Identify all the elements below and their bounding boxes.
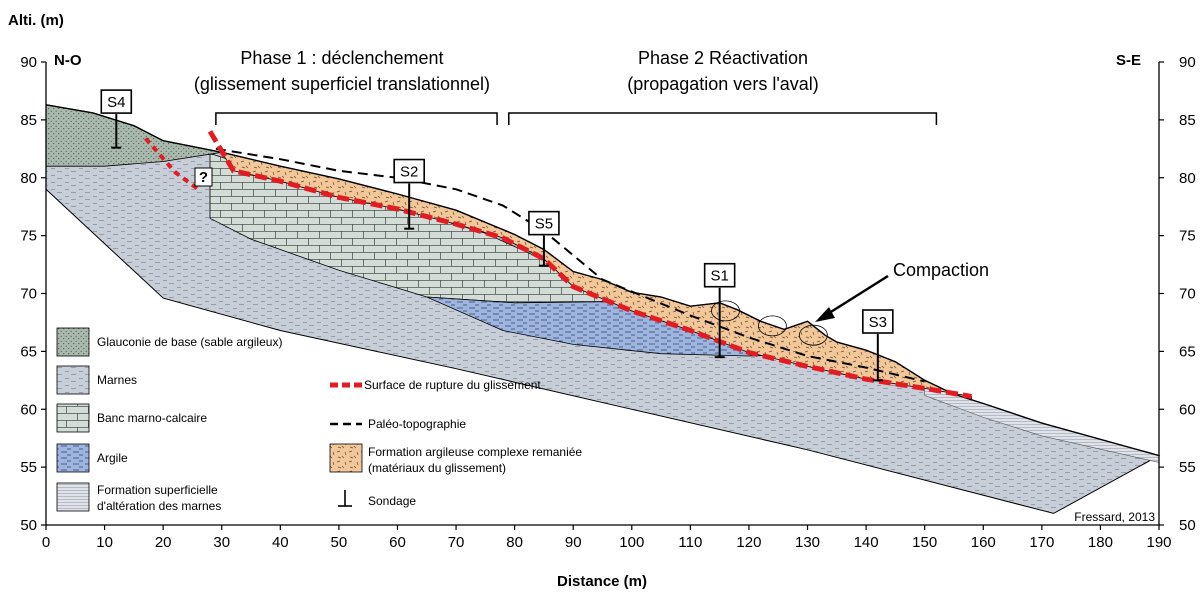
y-tick-label-right-90: 90	[1179, 54, 1196, 71]
x-tick-label-20: 20	[155, 534, 172, 551]
x-tick-label-140: 140	[854, 534, 879, 551]
y-tick-label-right-85: 85	[1179, 112, 1196, 129]
unknown-mark: ?	[199, 169, 208, 186]
x-axis-title: Distance (m)	[557, 573, 647, 590]
rupture-surface-upper-line	[144, 137, 200, 191]
legend-swatch-marnes	[56, 365, 90, 395]
legend-swatch-banc	[56, 403, 90, 433]
topography-line	[45, 104, 1160, 457]
y-tick-label-left-70: 70	[20, 286, 37, 303]
y-tick-label-right-65: 65	[1179, 343, 1196, 360]
borehole-label-box	[528, 210, 560, 236]
borehole-label-box	[393, 158, 425, 184]
axis-ticks: 0 10 20 30 40 50 60 70 80 90 100 110 120 130 140 150 160…	[20, 54, 1195, 551]
borehole-label-box	[703, 262, 736, 288]
legend-label-banc: Banc marno-calcaire	[97, 411, 207, 425]
x-tick-label-50: 50	[331, 534, 348, 551]
phase1-subtitle: (glissement superficiel translationnel)	[194, 74, 490, 94]
y-axis-title: Alti. (m)	[8, 12, 64, 29]
x-tick-label-100: 100	[619, 534, 644, 551]
legend-left: Glauconie de base (sable argileux) Marne…	[56, 327, 282, 513]
legend-label-slide-1: Formation argileuse complexe remaniée	[368, 445, 582, 459]
x-tick-label-0: 0	[42, 534, 50, 551]
legend-swatch-glauconie	[56, 327, 90, 357]
x-tick-label-190: 190	[1146, 534, 1171, 551]
y-tick-label-right-75: 75	[1179, 228, 1196, 245]
x-tick-label-60: 60	[389, 534, 406, 551]
y-tick-label-left-50: 50	[20, 517, 37, 534]
y-tick-label-right-60: 60	[1179, 401, 1196, 418]
compaction-lobe-2	[757, 315, 787, 337]
x-tick-label-40: 40	[272, 534, 289, 551]
y-tick-label-left-85: 85	[20, 112, 37, 129]
legend-label-glauconie: Glauconie de base (sable argileux)	[97, 335, 282, 349]
unknown-mark-box	[194, 167, 213, 187]
borehole-label: S1	[710, 268, 728, 285]
y-tick-label-left-60: 60	[20, 401, 37, 418]
direction-nw-label: N-O	[54, 52, 82, 69]
y-tick-label-left-90: 90	[20, 54, 37, 71]
borehole-label-box	[862, 309, 894, 334]
borehole-s4: S4	[100, 89, 133, 149]
legend-swatch-weathered	[56, 482, 90, 512]
x-tick-label-160: 160	[971, 534, 996, 551]
x-tick-label-90: 90	[565, 534, 582, 551]
legend-label-rupture: Surface de rupture du glissement	[364, 378, 541, 392]
y-tick-label-left-80: 80	[20, 170, 37, 187]
legend-label-argile: Argile	[97, 451, 128, 465]
phase2-bracket	[508, 112, 938, 125]
borehole-label: S5	[535, 216, 553, 233]
borehole-s1: S1	[703, 262, 736, 359]
borehole-s2: S2	[393, 158, 425, 230]
borehole-s3: S3	[862, 309, 894, 382]
borehole-label: S3	[869, 314, 887, 331]
borehole-label: S2	[400, 164, 418, 181]
x-tick-label-150: 150	[912, 534, 937, 551]
legend-swatch-sondage	[338, 490, 352, 507]
x-tick-label-180: 180	[1088, 534, 1113, 551]
x-tick-label-10: 10	[96, 534, 113, 551]
credit-text: Fressard, 2013	[1074, 510, 1155, 524]
compaction-arrow-shaft	[825, 274, 889, 317]
legend-label-weathered-1: Formation superficielle	[97, 483, 218, 497]
legend-swatch-slide	[329, 443, 363, 473]
legend-label-slide-2: (matériaux du glissement)	[368, 461, 506, 475]
y-tick-label-right-50: 50	[1179, 517, 1196, 534]
borehole-s5: S5	[528, 210, 560, 267]
direction-se-label: S-E	[1116, 52, 1141, 69]
x-tick-label-80: 80	[506, 534, 523, 551]
legend-label-paleo: Paléo-topographie	[368, 417, 466, 431]
borehole-label: S4	[107, 94, 125, 111]
phase1-title: Phase 1 : déclenchement	[240, 48, 443, 68]
x-tick-label-30: 30	[213, 534, 230, 551]
borehole-label-box	[100, 89, 133, 114]
y-tick-label-right-55: 55	[1179, 459, 1196, 476]
y-tick-label-right-80: 80	[1179, 170, 1196, 187]
x-tick-label-110: 110	[678, 534, 702, 551]
legend-swatch-argile	[56, 443, 90, 473]
x-tick-label-70: 70	[448, 534, 465, 551]
legend-label-sondage: Sondage	[368, 494, 416, 508]
x-tick-label-170: 170	[1029, 534, 1054, 551]
y-tick-label-left-75: 75	[20, 228, 37, 245]
rupture-surface-line	[207, 130, 972, 399]
phase2-title: Phase 2 Réactivation	[638, 48, 808, 68]
compaction-label: Compaction	[893, 260, 989, 280]
phase1-bracket	[215, 112, 498, 125]
y-tick-label-left-65: 65	[20, 343, 37, 360]
compaction-arrow-head	[815, 307, 835, 322]
x-tick-label-120: 120	[736, 534, 761, 551]
legend-right: Surface de rupture du glissement Paléo-t…	[329, 378, 582, 508]
x-tick-label-130: 130	[795, 534, 820, 551]
geology-layers	[45, 104, 1161, 514]
phase2-subtitle: (propagation vers l'aval)	[627, 74, 819, 94]
legend-label-marnes: Marnes	[97, 373, 137, 387]
y-tick-label-left-55: 55	[20, 459, 37, 476]
y-tick-label-right-70: 70	[1179, 286, 1196, 303]
legend-label-weathered-2: d'altération des marnes	[97, 499, 221, 513]
